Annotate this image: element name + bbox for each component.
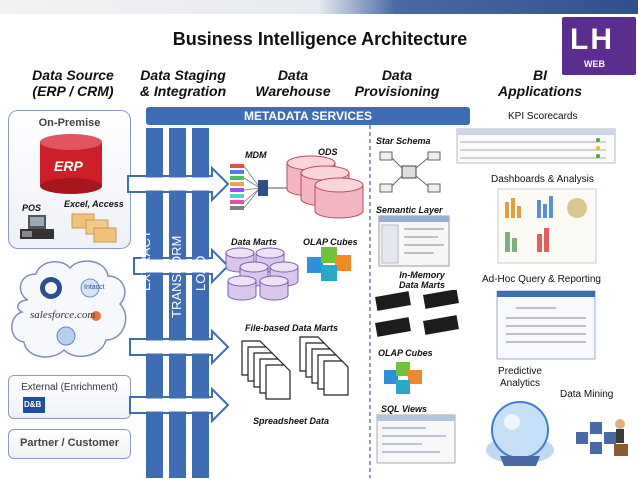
- adhoc-query-reporting-label: Ad-Hoc Query & Reporting: [482, 274, 601, 285]
- lh-web-logo: LH WEB: [562, 17, 636, 75]
- data-marts-databases: [225, 247, 299, 301]
- mdm-graphic: [230, 164, 288, 210]
- dashboard-screenshot: [497, 188, 597, 264]
- semantic-layer-label: Semantic Layer: [376, 205, 443, 215]
- mdm-label: MDM: [245, 150, 267, 160]
- adhoc-report-screenshot: [496, 290, 596, 360]
- kpi-scorecards-label: KPI Scorecards: [508, 111, 578, 122]
- erp-label: ERP: [54, 158, 83, 174]
- folder-icons: [71, 213, 117, 243]
- staging-extract-label: EXTRACT: [138, 230, 153, 291]
- kpi-scorecard-screenshot: [456, 128, 616, 164]
- dashboards-analysis-label: Dashboards & Analysis: [491, 174, 594, 185]
- star-schema-diagram: [379, 151, 441, 193]
- semantic-layer-screenshot: [378, 215, 450, 267]
- pos-terminal-icon: [20, 215, 54, 239]
- dnb-logo: D&B: [23, 397, 45, 413]
- page-title: Business Intelligence Architecture: [172, 29, 468, 49]
- partner-customer-box: Partner / Customer: [8, 429, 131, 459]
- external-enrichment-box: External (Enrichment) D&B: [8, 375, 131, 419]
- provisioning-olap-cubes-label: OLAP Cubes: [378, 348, 433, 358]
- intacct-logo-text: Intacct: [84, 284, 105, 291]
- logo-subtext: WEB: [584, 59, 605, 69]
- salesforce-logo-text: salesforce.com: [30, 309, 96, 321]
- logo-text: LH: [570, 23, 614, 56]
- cloud-sources: [11, 260, 127, 358]
- predictive-analytics-label: Predictive Analytics: [498, 366, 542, 389]
- metadata-services-banner: METADATA SERVICES: [146, 107, 470, 125]
- file-based-data-marts-label: File-based Data Marts: [245, 323, 339, 333]
- spreadsheet-data-label: Spreadsheet Data: [253, 416, 330, 426]
- column-header-data-staging: Data Staging& Integration: [139, 67, 227, 99]
- staging-transform-label: TRANSFORM: [169, 235, 184, 318]
- in-memory-data-marts-label: In-Memory Data Marts: [398, 270, 445, 290]
- predictive-analytics-globe: [486, 401, 554, 466]
- data-marts-label: Data Marts: [231, 237, 278, 247]
- ods-databases: [286, 155, 364, 219]
- data-mining-graphic: [576, 419, 628, 456]
- pos-label: POS: [22, 203, 42, 213]
- star-schema-label: Star Schema: [376, 136, 431, 146]
- in-memory-chips: [375, 290, 459, 337]
- staging-load-label: LOAD: [193, 255, 208, 291]
- excel-access-label: Excel, Access: [64, 199, 124, 209]
- sql-views-label: SQL Views: [381, 404, 428, 414]
- top-banner: [0, 0, 638, 14]
- data-mining-label: Data Mining: [560, 389, 614, 400]
- sql-views-screenshot: [376, 414, 456, 464]
- ods-label: ODS: [318, 147, 338, 157]
- warehouse-olap-cubes: [307, 247, 351, 281]
- column-header-data-source: Data Source(ERP / CRM): [32, 67, 114, 99]
- on-premise-label: On-Premise: [38, 117, 101, 129]
- erp-database: [40, 134, 102, 194]
- file-documents: [241, 336, 349, 400]
- warehouse-olap-cubes-label: OLAP Cubes: [303, 237, 358, 247]
- provisioning-olap-cubes: [384, 362, 422, 394]
